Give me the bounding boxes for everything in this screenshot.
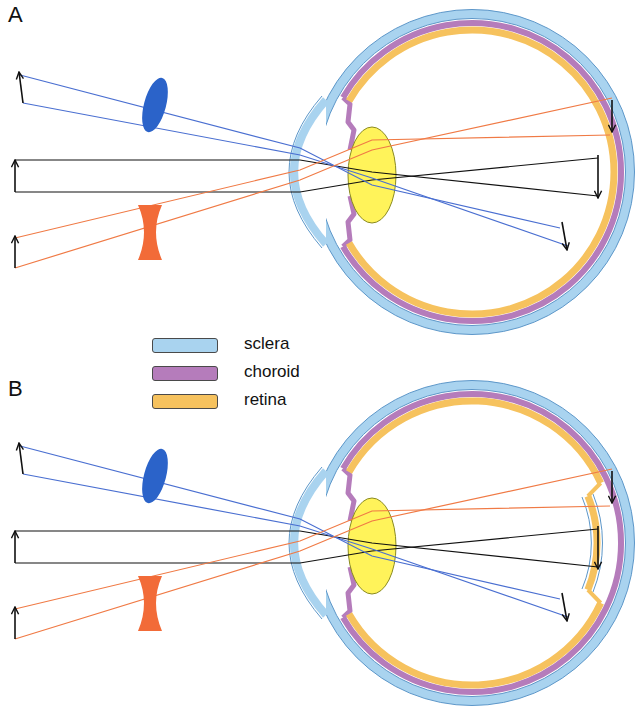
legend-label: sclera [244,334,289,354]
panel-letter: B [8,376,23,402]
legend-label: choroid [244,362,300,382]
panel-letter: A [8,2,23,28]
eye-normal [15,10,635,335]
legend-swatch [152,394,218,409]
legend-label: retina [244,390,287,410]
legend-swatch [152,338,218,353]
legend-swatch [152,366,218,381]
eye-detached-retina [15,381,635,706]
